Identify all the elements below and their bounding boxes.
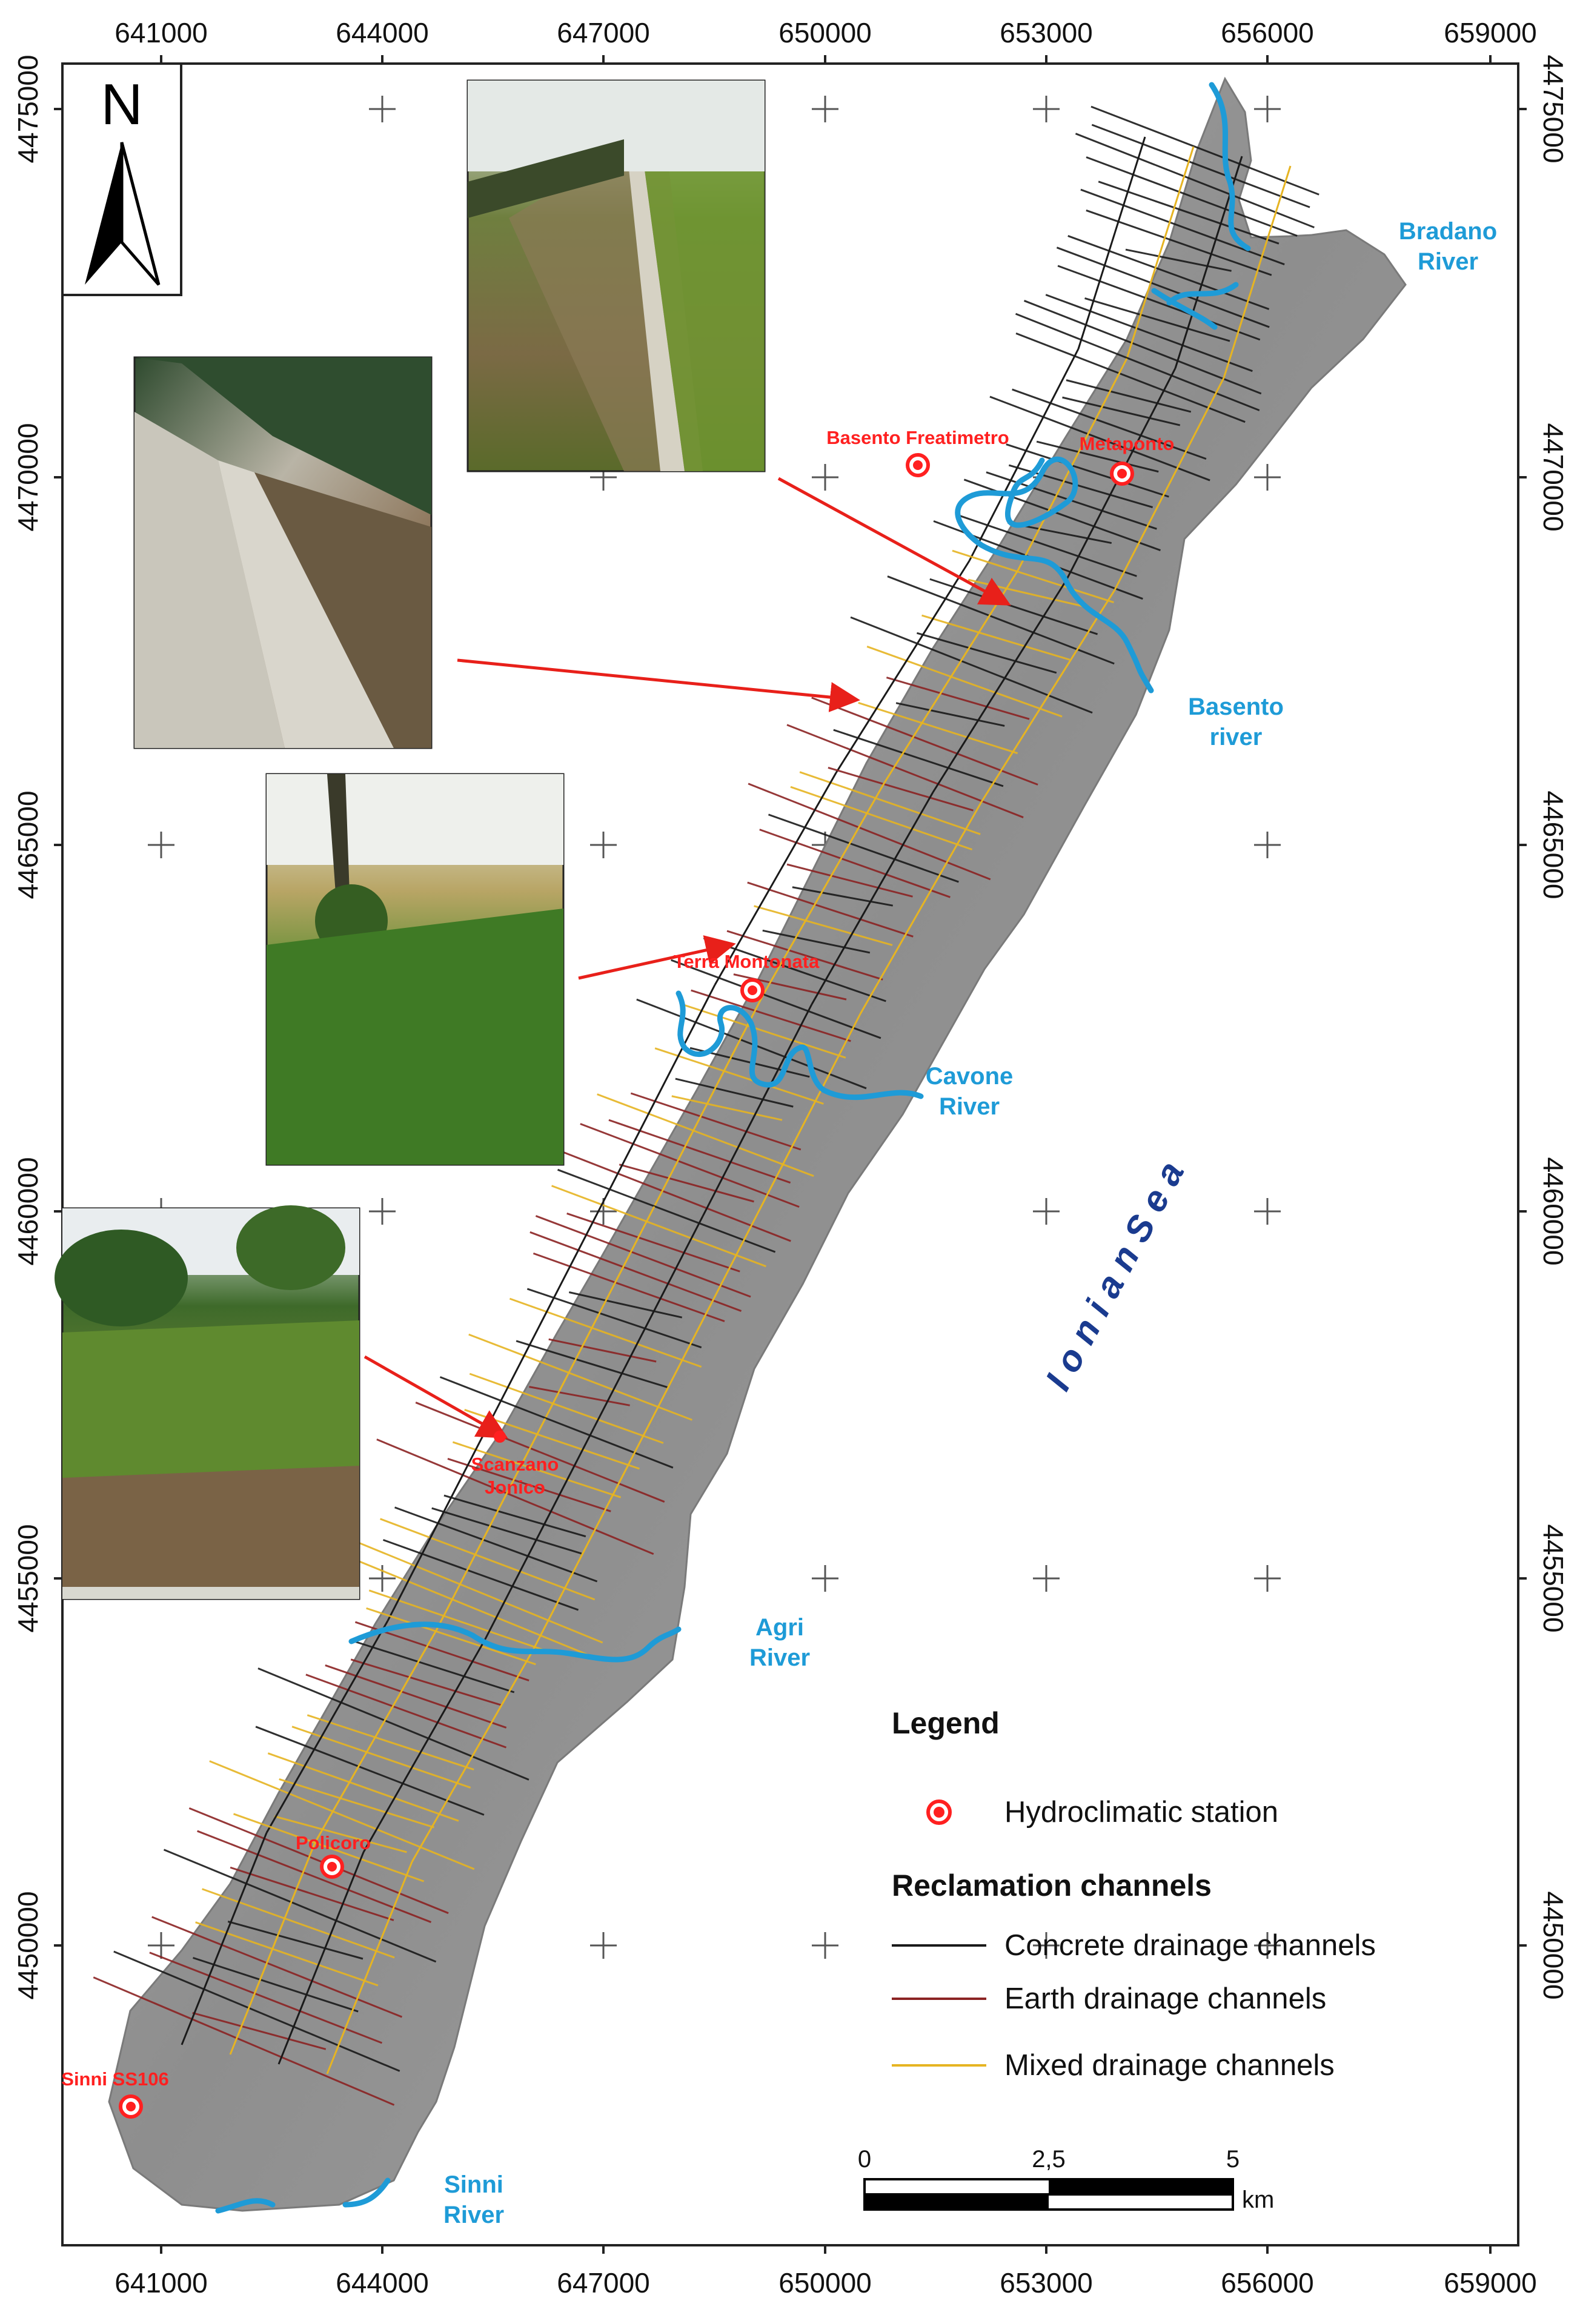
sinni-river-course [215, 2177, 391, 2214]
frame-ticks: 641000 641000 644000 644000 647000 647000 6500… [12, 17, 1569, 2299]
photo-inset-concrete-channel [466, 79, 766, 472]
arrow-to-shaded-channel [457, 658, 860, 712]
y-tick-label-right: 4475000 [1538, 55, 1569, 163]
y-tick-label-left: 4455000 [12, 1524, 44, 1632]
x-tick-label-top: 647000 [557, 17, 650, 48]
legend-channel-label: Earth drainage channels [1004, 1982, 1326, 2015]
station-label-line2: Jonico [485, 1477, 545, 1498]
north-label: N [101, 72, 142, 137]
basento-river-course [955, 456, 1154, 694]
drainage-channels [93, 105, 1319, 2106]
x-tick-label-top: 659000 [1444, 17, 1537, 48]
x-tick-label-top: 656000 [1221, 17, 1314, 48]
scale-bar-label: 5 [1226, 2146, 1240, 2173]
station-label: Metaponto [1080, 433, 1175, 454]
scale-bar-unit: km [1242, 2187, 1274, 2213]
station-marker-icon [494, 1431, 506, 1443]
photo-inset-vegetated-channel [265, 773, 565, 1166]
y-tick-label-left: 4465000 [12, 790, 44, 899]
x-tick-label-top: 644000 [336, 17, 429, 48]
scale-bar-label: 2,5 [1032, 2146, 1066, 2173]
arrow-to-scanzano-channel [363, 1355, 508, 1438]
x-tick-label-top: 653000 [1000, 17, 1093, 48]
river-label-line2: river [1210, 724, 1263, 750]
north-arrow-icon [85, 142, 122, 285]
station-marker: Basento Freatimetro [826, 427, 1009, 477]
station-marker: Policoro [296, 1832, 371, 1879]
x-tick-label-bottom: 644000 [336, 2267, 429, 2299]
legend-title: Legend [892, 1706, 1000, 1740]
station-label: Scanzano [471, 1454, 559, 1475]
y-tick-label-right: 4470000 [1538, 423, 1569, 531]
station-label: Terra Montonata [674, 951, 820, 972]
legend-channels-title: Reclamation channels [892, 1869, 1212, 1902]
y-tick-label-right: 4450000 [1538, 1891, 1569, 1999]
photo-inset-shaded-channel [133, 356, 433, 749]
agri-river-course [348, 1621, 682, 1663]
scale-bar-label: 0 [858, 2146, 871, 2173]
x-tick-label-bottom: 656000 [1221, 2267, 1314, 2299]
photo-inset-overgrown-channel [55, 1205, 360, 1600]
river-label-line2: River [443, 2202, 504, 2228]
photo-pointer-arrows [363, 477, 1011, 1438]
river-label: Cavone [926, 1063, 1014, 1090]
station-label: Policoro [296, 1832, 371, 1853]
station-symbol-icon [926, 1799, 952, 1825]
station-label: Basento Freatimetro [826, 427, 1009, 448]
arrow-to-terra-montonata-channel [578, 935, 736, 980]
x-tick-label-top: 650000 [778, 17, 872, 48]
x-tick-label-bottom: 653000 [1000, 2267, 1093, 2299]
rivers [215, 82, 1251, 2214]
river-label-line2: River [1418, 248, 1478, 275]
river-label-line2: River [749, 1644, 810, 1671]
y-tick-label-left: 4470000 [12, 423, 44, 531]
river-label: Basento [1188, 694, 1284, 720]
river-label: Agri [755, 1614, 804, 1641]
river-labels: BradanoRiverBasentoriverCavoneRiverAgriR… [443, 218, 1497, 2228]
y-tick-label-right: 4465000 [1538, 790, 1569, 899]
cavone-river-course [675, 990, 924, 1101]
y-tick-label-right: 4460000 [1538, 1157, 1569, 1265]
legend-channel-label: Concrete drainage channels [1004, 1929, 1376, 1962]
river-label: Bradano [1399, 218, 1497, 245]
legend: Legend Hydroclimatic station Reclamation… [892, 1706, 1376, 2082]
river-label-line2: River [939, 1093, 1000, 1120]
y-tick-label-left: 4475000 [12, 55, 44, 163]
photo-insets [55, 79, 766, 1600]
station-marker: Metaponto [1080, 433, 1175, 486]
legend-station-label: Hydroclimatic station [1004, 1796, 1278, 1829]
x-tick-label-top: 641000 [115, 17, 208, 48]
station-marker: Terra Montonata [674, 951, 820, 1002]
x-tick-label-bottom: 647000 [557, 2267, 650, 2299]
y-tick-label-left: 4450000 [12, 1891, 44, 1999]
station-label: Sinni SS106 [61, 2068, 168, 2090]
north-arrow: N [61, 62, 182, 296]
bradano-river-course [1151, 82, 1251, 330]
legend-channel-label: Mixed drainage channels [1004, 2049, 1335, 2082]
x-tick-label-bottom: 641000 [115, 2267, 208, 2299]
scale-bar: 0 2,5 5km [858, 2146, 1274, 2213]
x-tick-label-bottom: 659000 [1444, 2267, 1537, 2299]
y-tick-label-left: 4460000 [12, 1157, 44, 1265]
arrow-to-basento-channel [777, 477, 1011, 606]
station-marker: Sinni SS106 [61, 2068, 169, 2119]
coastal-plain-terrain [108, 76, 1407, 2212]
x-tick-label-bottom: 650000 [778, 2267, 872, 2299]
river-label: Sinni [444, 2171, 503, 2198]
y-tick-label-right: 4455000 [1538, 1524, 1569, 1632]
